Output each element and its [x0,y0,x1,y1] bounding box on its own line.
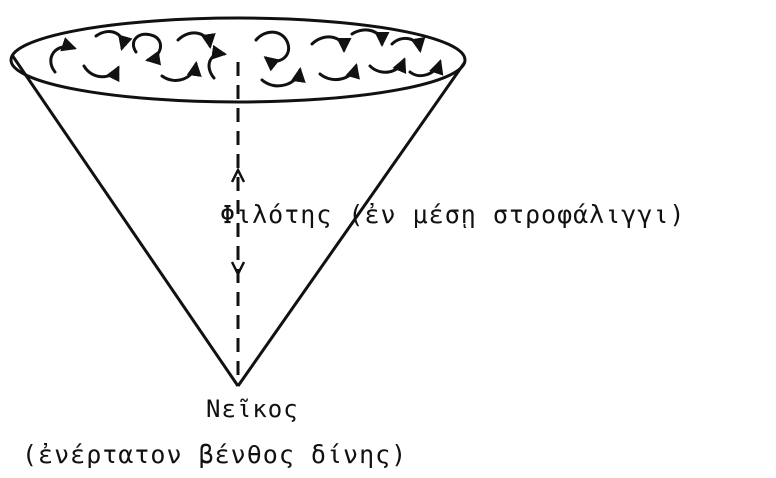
swirl-arrow [260,67,306,88]
swirl-arrow [390,36,426,53]
cone-left-side [10,54,240,387]
swirl-arrow [131,32,163,66]
center-label: Φιλότης (ἐν μέσῃ στροφάλιγγι) [220,200,686,229]
vortex-rim [9,16,467,104]
swirl-arrow [207,44,227,80]
swirl-arrow [254,30,291,72]
swirl-arrow [310,35,352,53]
swirl-arrow [82,64,120,83]
cone-right-side [236,61,467,387]
swirl-arrow [368,57,407,74]
swirl-arrow [94,30,133,51]
swirl-arrow [408,59,444,78]
axis-arrow-up [230,167,246,183]
axis-arrow-down [230,261,246,277]
apex-label: Νεῖκος [206,395,299,423]
swirl-group [49,28,444,88]
swirl-arrow [350,28,390,47]
swirl-arrow [318,63,360,82]
swirl-arrow [49,37,77,74]
swirl-arrow [160,61,202,82]
swirl-arrow [176,31,216,49]
apex-sublabel: (ἐνέρτατον βένθος δίνης) [22,440,408,469]
